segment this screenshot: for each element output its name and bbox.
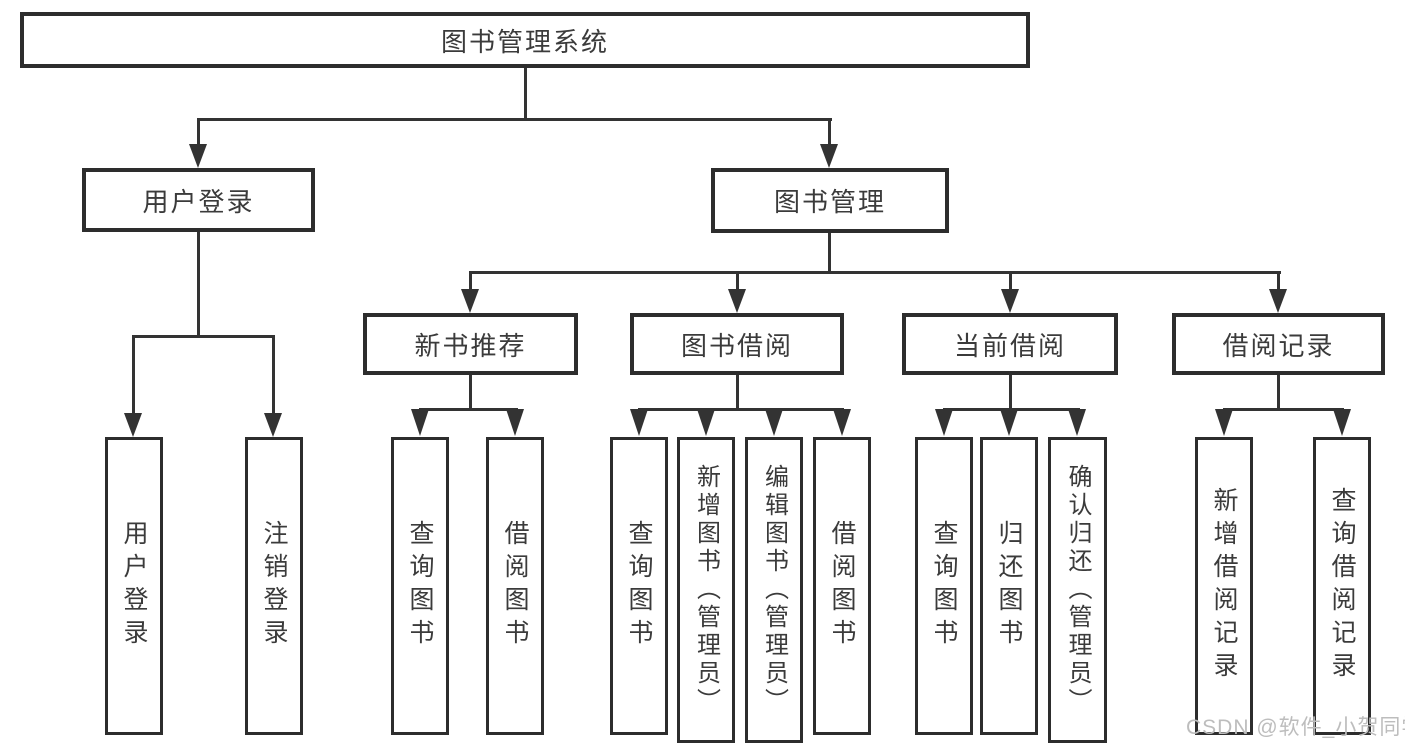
edge-arrow-down-icon (1000, 409, 1018, 436)
leaf-current-query-books: 查询图书 (915, 437, 973, 735)
leaf-add-borrow-record: 新增借阅记录 (1195, 437, 1253, 735)
leaf-confirm-return-admin: 确认归还（管理员） (1048, 437, 1107, 743)
edge-line (132, 335, 135, 415)
edge-arrow-down-icon (935, 409, 953, 436)
node-book-management-branch: 图书管理 (711, 168, 949, 233)
leaf-label: 借阅图书 (828, 520, 856, 652)
edge-arrow-down-icon (1068, 409, 1086, 436)
node-book-borrow: 图书借阅 (630, 313, 844, 375)
node-label: 图书管理 (773, 187, 886, 217)
leaf-label: 查询借阅记录 (1328, 487, 1356, 685)
edge-line (638, 408, 844, 411)
edge-arrow-down-icon (264, 413, 282, 437)
leaf-user-login: 用户登录 (105, 437, 163, 735)
edge-line (1223, 408, 1344, 411)
leaf-label: 查询图书 (930, 520, 958, 652)
edge-line (272, 335, 275, 415)
leaf-edit-books-admin: 编辑图书（管理员） (745, 437, 803, 743)
node-label: 用户登录 (142, 186, 255, 217)
edge-line (1009, 375, 1012, 408)
leaf-label: 新增图书（管理员） (692, 464, 720, 716)
node-library-management-system: 图书管理系统 (20, 12, 1030, 68)
leaf-add-books-admin: 新增图书（管理员） (677, 437, 735, 743)
edge-arrow-down-icon (1333, 409, 1351, 436)
edge-line (197, 232, 200, 335)
edge-line (828, 118, 831, 146)
node-current-borrow: 当前借阅 (902, 313, 1118, 375)
edge-arrow-down-icon (506, 409, 524, 436)
edge-line (828, 232, 831, 271)
edge-line (1277, 271, 1280, 293)
leaf-label: 确认归还（管理员） (1064, 464, 1091, 716)
edge-arrow-down-icon (697, 409, 715, 436)
leaf-label: 新增借阅记录 (1210, 487, 1238, 685)
edge-arrow-down-icon (765, 409, 783, 436)
edge-arrow-down-icon (1269, 289, 1287, 313)
leaf-label: 编辑图书（管理员） (760, 464, 788, 716)
leaf-query-borrow-record: 查询借阅记录 (1313, 437, 1371, 735)
leaf-return-books: 归还图书 (980, 437, 1038, 735)
edge-arrow-down-icon (189, 144, 207, 168)
edge-arrow-down-icon (1001, 289, 1019, 313)
leaf-label: 注销登录 (260, 520, 288, 652)
edge-line (1277, 375, 1280, 408)
leaf-borrow-query-books: 查询图书 (610, 437, 668, 735)
node-label: 新书推荐 (414, 330, 527, 361)
node-label: 图书借阅 (680, 330, 793, 361)
watermark: CSDN @软件_小贺同学 (1186, 716, 1405, 739)
edge-line (736, 375, 739, 408)
leaf-label: 查询图书 (625, 520, 653, 652)
edge-line (736, 271, 739, 293)
leaf-borrow-lend-books: 借阅图书 (813, 437, 871, 735)
node-borrow-records: 借阅记录 (1172, 313, 1385, 375)
edge-line (419, 408, 518, 411)
leaf-newbook-query-books: 查询图书 (391, 437, 449, 735)
leaf-label: 借阅图书 (501, 520, 529, 652)
node-user-login-branch: 用户登录 (82, 168, 315, 232)
edge-line (197, 118, 200, 146)
edge-line (469, 271, 1281, 274)
edge-arrow-down-icon (833, 409, 851, 436)
leaf-label: 查询图书 (406, 520, 434, 652)
node-label: 图书管理系统 (440, 26, 609, 57)
edge-line (197, 118, 832, 121)
edge-line (469, 271, 472, 293)
edge-line (1009, 271, 1012, 293)
node-new-book-recommend: 新书推荐 (363, 313, 578, 375)
edge-arrow-down-icon (411, 409, 429, 436)
edge-line (524, 68, 527, 118)
edge-line (132, 335, 275, 338)
node-label: 当前借阅 (953, 330, 1066, 361)
leaf-newbook-borrow-books: 借阅图书 (486, 437, 544, 735)
edge-arrow-down-icon (461, 289, 479, 313)
edge-line (469, 375, 472, 408)
node-label: 借阅记录 (1222, 330, 1335, 361)
leaf-label: 归还图书 (995, 520, 1023, 652)
edge-arrow-down-icon (820, 144, 838, 168)
leaf-logout: 注销登录 (245, 437, 303, 735)
edge-arrow-down-icon (630, 409, 648, 436)
edge-arrow-down-icon (124, 413, 142, 437)
leaf-label: 用户登录 (120, 520, 148, 652)
edge-arrow-down-icon (1215, 409, 1233, 436)
edge-arrow-down-icon (728, 289, 746, 313)
